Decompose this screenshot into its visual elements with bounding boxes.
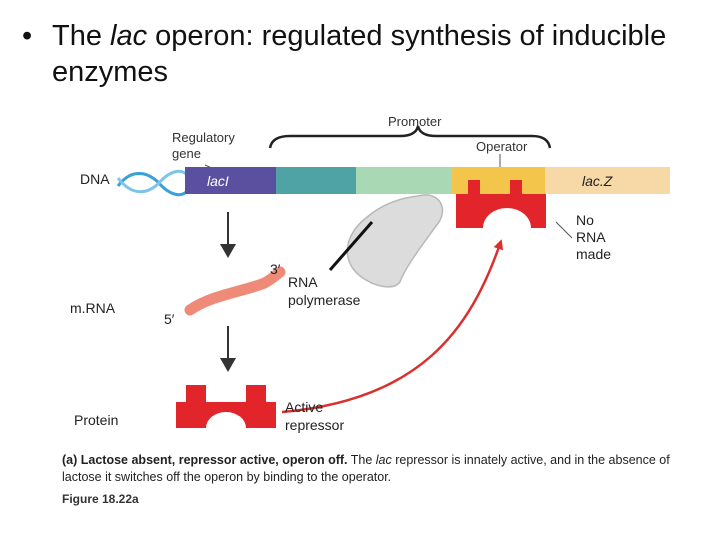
promoter-segment-teal [276,167,356,194]
promoter-label: Promoter [388,114,442,129]
five-prime-label: 5′ [164,311,175,327]
promoter-segment-green [356,167,452,194]
dna-label: DNA [80,171,110,187]
title-italic-lac: lac [110,20,148,52]
protein-label: Protein [74,412,119,428]
three-prime-label: 3′ [270,261,281,277]
laci-segment [185,167,276,194]
figure-number: Figure 18.22a [62,492,139,506]
caption-text-1: The [347,453,376,467]
operator-label: Operator [476,139,528,154]
operator-notches [468,180,522,194]
caption-bold: Lactose absent, repressor active, operon… [80,453,348,467]
rna-polymerase-blob [346,194,444,288]
regulatory-gene-label: Regulatory gene [172,130,235,161]
rna-polymerase-pointer [328,221,374,271]
title-suffix: operon: regulated synthesis of inducible… [52,20,667,88]
caption-panel: (a) [62,453,78,467]
title-prefix: The [52,20,111,52]
caption-italic: lac [375,453,392,467]
slide-title: • The lac operon: regulated synthesis of… [22,18,692,90]
repressor-binding-arrow [281,239,504,414]
mrna-strand [184,266,286,316]
promoter-bracket [268,125,552,149]
rna-polymerase-label: RNA polymerase [288,274,361,308]
laci-label: lacI [207,173,229,189]
operator-segment [452,167,545,194]
no-rna-made-label: No RNA made [576,212,612,262]
dna-helix [116,169,190,197]
figure-caption: (a) Lactose absent, repressor active, op… [62,452,682,486]
mrna-label: m.RNA [70,300,116,316]
bound-repressor [456,194,546,228]
caption-text-2: repressor is innately active, and in the… [62,453,670,484]
no-rna-pointer [555,221,573,239]
active-repressor-label: Active repressor [285,399,345,433]
translation-arrowhead [220,358,236,372]
free-repressor [176,385,276,428]
lacz-label: lac.Z [582,173,613,189]
transcription-arrowhead [220,244,236,258]
title-bullet: • [22,20,33,52]
lacz-segment [545,167,670,194]
